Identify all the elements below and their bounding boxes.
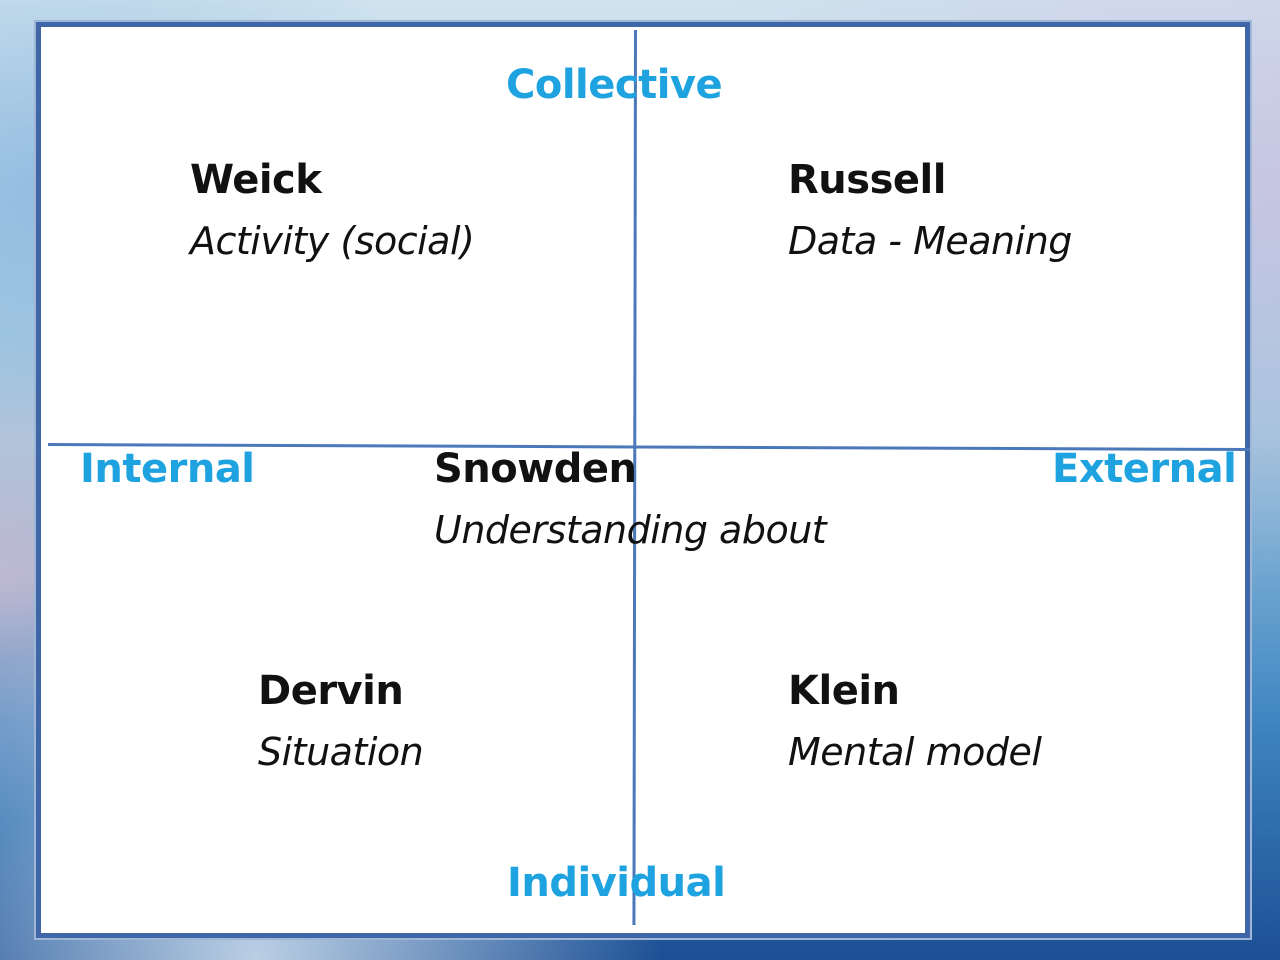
- axis-label-collective: Collective: [506, 62, 723, 108]
- axis-label-individual: Individual: [507, 860, 726, 906]
- author-name: Snowden: [434, 446, 637, 492]
- author-name: Russell: [788, 157, 946, 203]
- author-snowden: Snowden Understanding about: [434, 446, 827, 552]
- author-concept: Situation: [258, 730, 424, 774]
- diagram-frame: [36, 22, 1250, 938]
- author-name: Weick: [190, 157, 322, 203]
- author-concept: Data - Meaning: [788, 219, 1072, 263]
- author-name: Dervin: [258, 668, 404, 714]
- author-weick: Weick Activity (social): [190, 157, 475, 263]
- author-klein: Klein Mental model: [788, 668, 1042, 774]
- author-dervin: Dervin Situation: [258, 668, 424, 774]
- author-concept: Understanding about: [434, 508, 827, 552]
- author-concept: Activity (social): [190, 219, 475, 263]
- author-name: Klein: [788, 668, 900, 714]
- author-russell: Russell Data - Meaning: [788, 160, 1072, 260]
- axis-label-external: External: [1052, 446, 1237, 492]
- axis-label-internal: Internal: [80, 446, 255, 492]
- author-concept: Mental model: [788, 730, 1042, 774]
